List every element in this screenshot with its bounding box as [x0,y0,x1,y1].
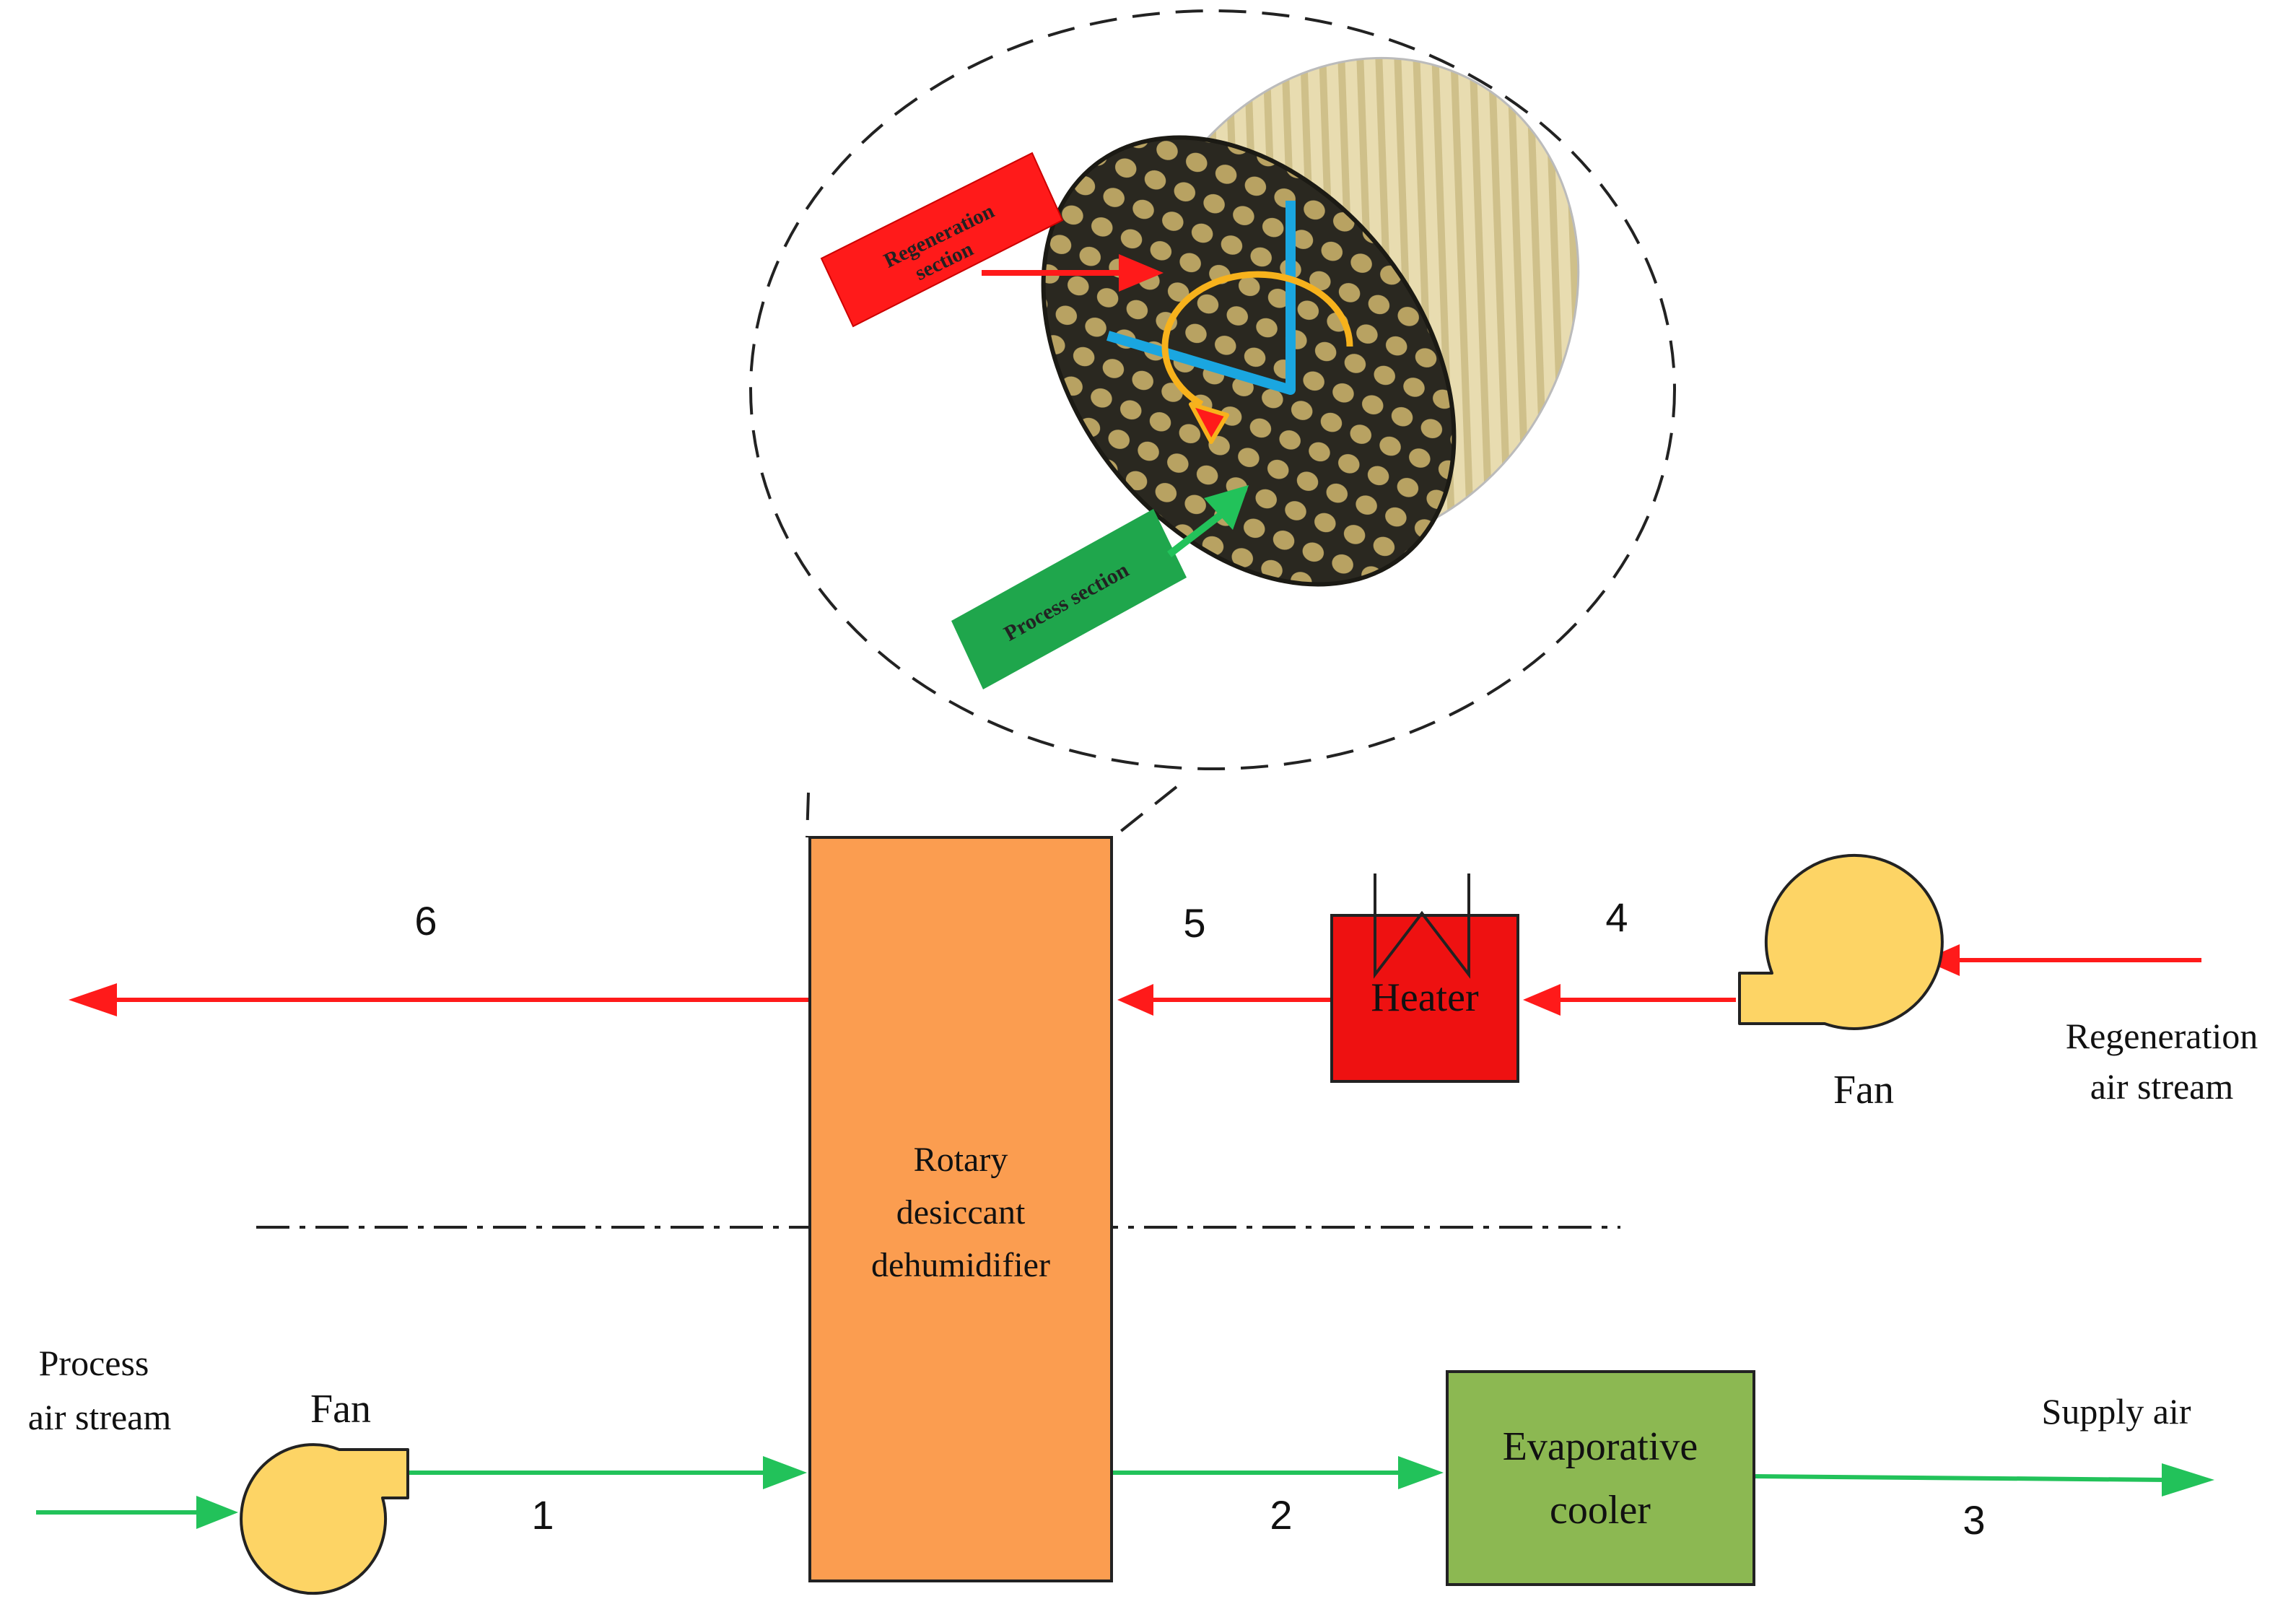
process-section-tag: Process section [951,509,1187,689]
cooler-label-line1: Evaporative [1503,1424,1698,1469]
supply-air-label: Supply air [2042,1391,2191,1432]
state-point-5: 5 [1183,900,1205,946]
process-stream-label-line1: Process [39,1343,149,1383]
process-inlet-arrowhead [196,1496,238,1529]
fan-top-label: Fan [1833,1068,1894,1112]
regeneration-section-tag: Regeneration section [820,152,1064,328]
evaporative-cooler: Evaporative cooler [1446,1370,1755,1586]
state-point-4: 4 [1605,894,1628,940]
wheel-detail: Regeneration section Process section [749,9,1676,839]
rotation-arrow [1161,271,1353,407]
state-point-1: 1 [531,1492,554,1538]
regeneration-stream-label-line1: Regeneration [2066,1016,2258,1056]
fan-icon [240,1443,409,1595]
wheel-face [1041,135,1457,587]
section-divider [1106,201,1296,395]
zoom-circle [749,9,1676,770]
desiccant-wheel [1041,56,1580,587]
heater-label: Heater [1371,975,1479,1020]
process-fan: Fan [240,1387,409,1595]
zoom-leader-left [806,792,810,838]
process-section-arrow [1166,508,1228,557]
fan-bottom-label: Fan [310,1387,371,1432]
zoom-leader-right [1112,785,1178,839]
heater-element-icon [1374,873,1470,979]
rotary-desiccant-dehumidifier: Rotary desiccant dehumidifier [808,836,1113,1582]
process-stream-label-line2: air stream [28,1397,172,1437]
heater: Heater [1330,873,1519,1083]
supply-air-arrowhead [2162,1463,2214,1496]
cooler-label-line2: cooler [1550,1488,1651,1533]
state-point-3: 3 [1963,1497,1985,1543]
state-point-2: 2 [1270,1492,1292,1538]
heater-inlet-arrowhead [1523,984,1561,1016]
regeneration-stream-label-line2: air stream [2090,1066,2234,1107]
process-air-path [36,1456,2214,1529]
dehumidifier-process-inlet-arrowhead [763,1456,807,1489]
dehumidifier-label-line2: desiccant [896,1193,1026,1232]
process-section-arrowhead [1204,485,1249,530]
rotation-arrowhead [1189,402,1229,444]
state-point-6: 6 [414,898,437,944]
dehumidifier-label-line1: Rotary [914,1141,1008,1179]
regeneration-section-arrowhead [1119,254,1164,292]
exhaust-arrowhead [69,983,117,1016]
dehumidifier-regen-inlet-arrowhead [1117,984,1153,1016]
fan-icon [1738,853,1944,1030]
dehumidifier-label-line3: dehumidifier [871,1246,1050,1284]
cooler-inlet-arrowhead [1398,1456,1444,1489]
regeneration-fan: Fan [1738,853,1944,1112]
